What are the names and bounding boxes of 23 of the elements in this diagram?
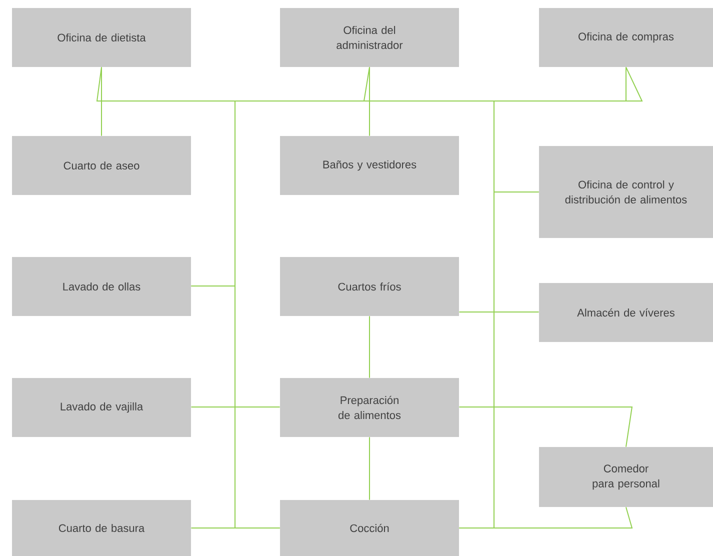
room-box: Cuartos fríos — [280, 257, 459, 316]
room-box: Oficina de control y distribución de alimentos — [539, 146, 713, 238]
connector-line — [101, 66, 102, 136]
connector-line — [458, 406, 633, 448]
room-box: Preparación de alimentos — [280, 378, 459, 437]
room-box: Oficina del administrador — [280, 8, 459, 67]
room-box: Cocción — [280, 500, 459, 556]
room-box: Lavado de ollas — [12, 257, 191, 316]
connector-line — [369, 316, 370, 378]
connector-line — [190, 406, 280, 408]
connector-line — [494, 66, 626, 192]
room-box: Baños y vestidores — [280, 136, 459, 195]
room-box: Almacén de víveres — [539, 283, 713, 342]
connector-line — [96, 66, 643, 102]
room-box: Oficina de compras — [539, 8, 713, 67]
room-box: Oficina de dietista — [12, 8, 191, 67]
connector-line — [369, 66, 370, 136]
room-box: Comedor para personal — [539, 447, 713, 507]
room-box: Lavado de vajilla — [12, 378, 191, 437]
room-box: Cuarto de aseo — [12, 136, 191, 195]
connector-line — [458, 192, 540, 528]
connector-line — [369, 436, 370, 500]
room-box: Cuarto de basura — [12, 500, 191, 556]
